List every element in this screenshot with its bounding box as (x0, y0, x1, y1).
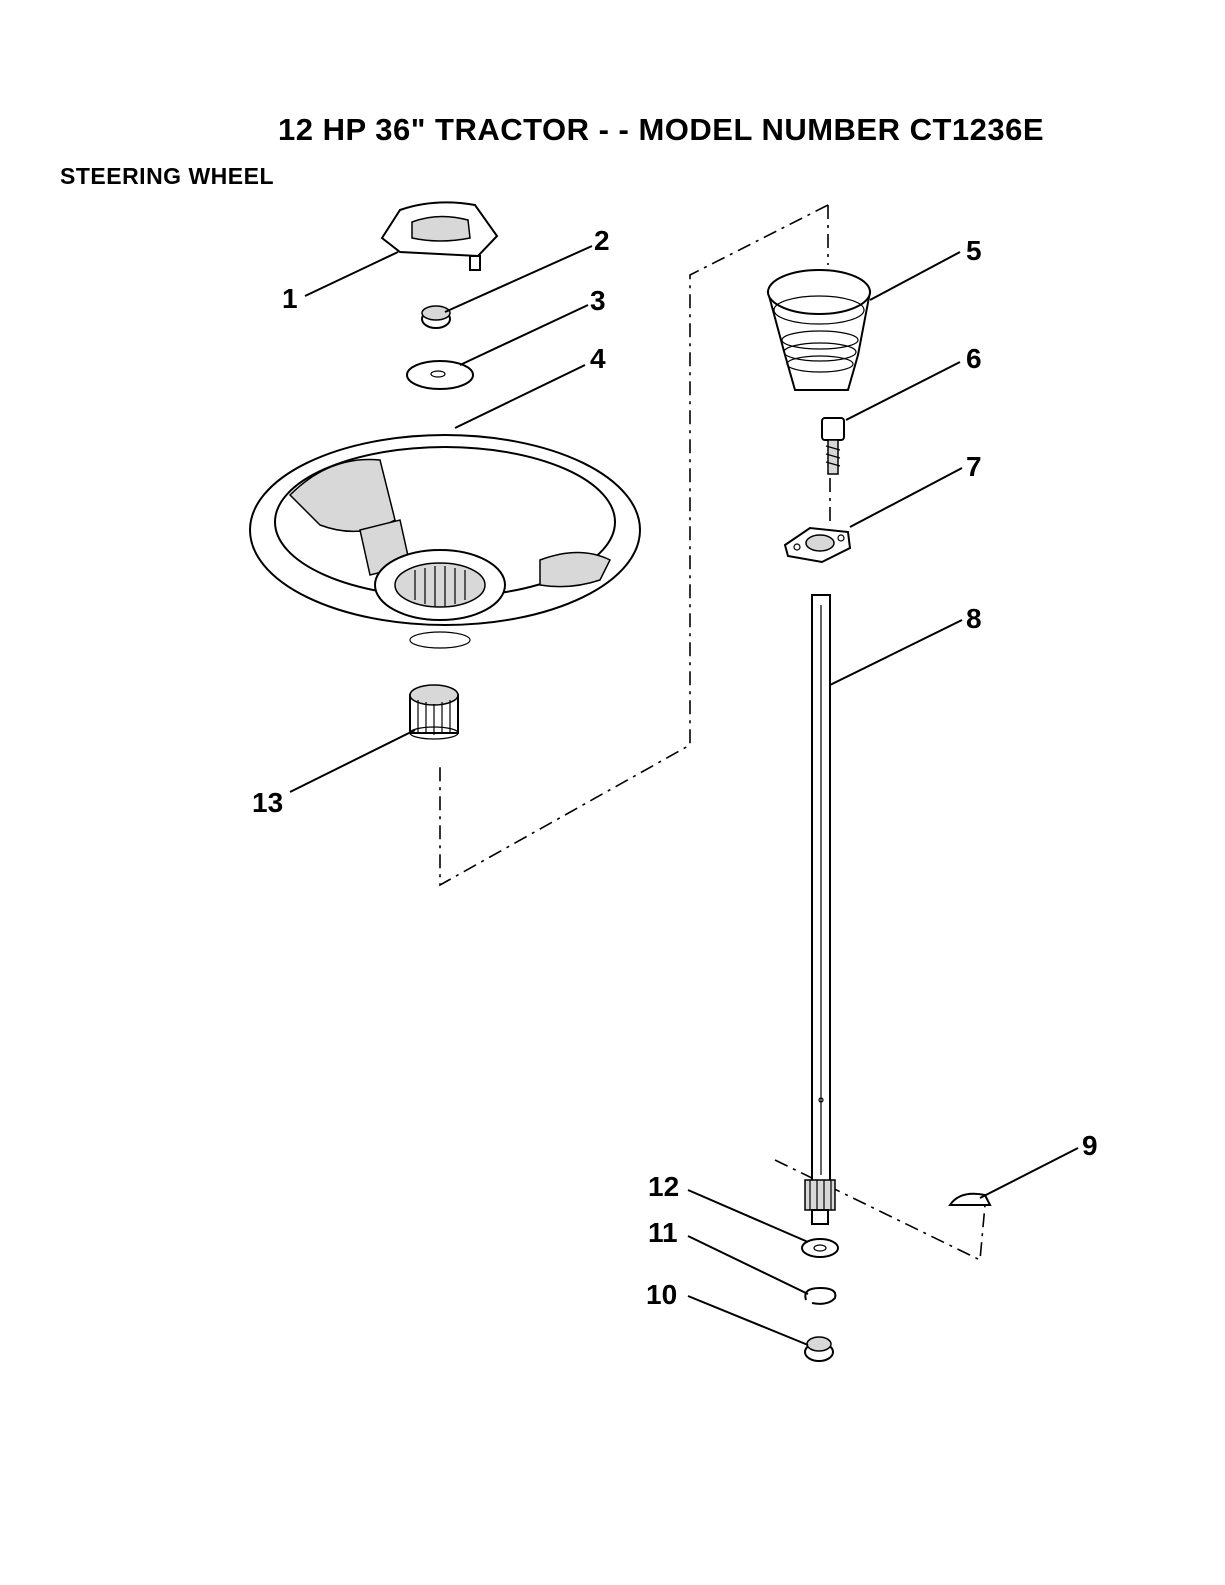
callout-9: 9 (1082, 1130, 1098, 1161)
callout-5: 5 (966, 235, 982, 266)
leader-8 (830, 620, 962, 685)
callout-12: 12 (648, 1171, 679, 1202)
leader-10 (688, 1296, 808, 1345)
part-6-bolt[interactable] (822, 418, 844, 474)
pinion-gear (805, 1180, 835, 1224)
part-13-hub-adapter[interactable] (410, 685, 458, 739)
callout-11: 11 (648, 1217, 678, 1248)
part-5-steering-boot[interactable] (768, 270, 870, 390)
part-10-cap-nut[interactable] (805, 1337, 833, 1361)
leader-13 (290, 730, 415, 792)
part-11-retaining-ring[interactable] (805, 1288, 835, 1304)
part-8-steering-shaft[interactable] (812, 595, 830, 1185)
part-4-steering-wheel[interactable] (250, 435, 640, 648)
callout-4: 4 (590, 343, 606, 374)
leader-5 (870, 252, 960, 300)
leader-3 (460, 305, 588, 365)
callout-1: 1 (282, 283, 298, 314)
leader-11 (688, 1236, 808, 1294)
leader-12 (688, 1190, 808, 1242)
callout-7: 7 (966, 451, 982, 482)
callout-2: 2 (594, 225, 610, 256)
callout-6: 6 (966, 343, 982, 374)
leader-1 (305, 252, 398, 296)
leader-7 (850, 468, 962, 527)
part-7-flange-bearing[interactable] (785, 528, 850, 562)
leader-6 (846, 362, 960, 420)
leader-9 (980, 1148, 1078, 1198)
part-3-washer[interactable] (407, 361, 473, 389)
callout-8: 8 (966, 603, 982, 634)
callout-13: 13 (252, 787, 283, 818)
part-2-nut[interactable] (422, 306, 450, 328)
part-1-horn-cap[interactable] (382, 202, 497, 270)
callout-10: 10 (646, 1279, 677, 1310)
callout-3: 3 (590, 285, 606, 316)
leader-4 (455, 365, 585, 428)
